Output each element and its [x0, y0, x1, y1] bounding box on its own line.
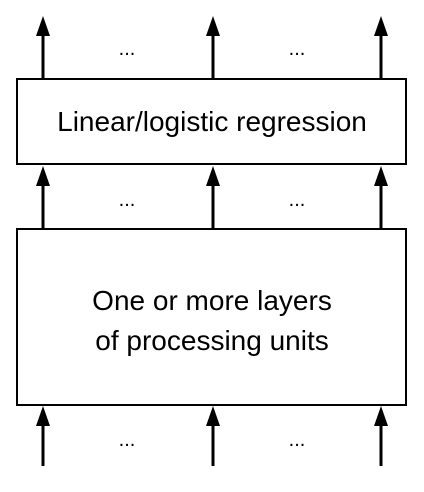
processing-box-label-line-1: One or more layers: [92, 285, 332, 316]
processing-box-frame: [16, 228, 407, 406]
input-arrow-left: [36, 406, 50, 466]
output-ellipsis-right: ...: [289, 38, 306, 60]
output-arrow-left: [36, 16, 50, 78]
hidden-to-regression-arrows: ... ...: [36, 166, 388, 228]
input-ellipsis-left: ...: [119, 429, 136, 451]
processing-layers-box: One or more layers of processing units: [16, 228, 407, 406]
input-arrow-right: [374, 406, 388, 466]
middle-arrow-middle: [206, 166, 220, 228]
input-arrows: ... ...: [36, 406, 388, 466]
output-arrows: ... ...: [36, 16, 388, 78]
processing-box-label-line-2: of processing units: [95, 325, 328, 356]
middle-arrow-right: [374, 166, 388, 228]
middle-arrow-left: [36, 166, 50, 228]
regression-layer-box: Linear/logistic regression: [16, 78, 407, 165]
output-arrow-middle: [206, 16, 220, 78]
regression-box-frame: [16, 78, 407, 165]
middle-ellipsis-left: ...: [119, 189, 136, 211]
input-arrow-middle: [206, 406, 220, 466]
output-ellipsis-left: ...: [119, 38, 136, 60]
middle-ellipsis-right: ...: [289, 189, 306, 211]
output-arrow-right: [374, 16, 388, 78]
input-ellipsis-right: ...: [289, 429, 306, 451]
regression-box-label: Linear/logistic regression: [57, 106, 367, 137]
